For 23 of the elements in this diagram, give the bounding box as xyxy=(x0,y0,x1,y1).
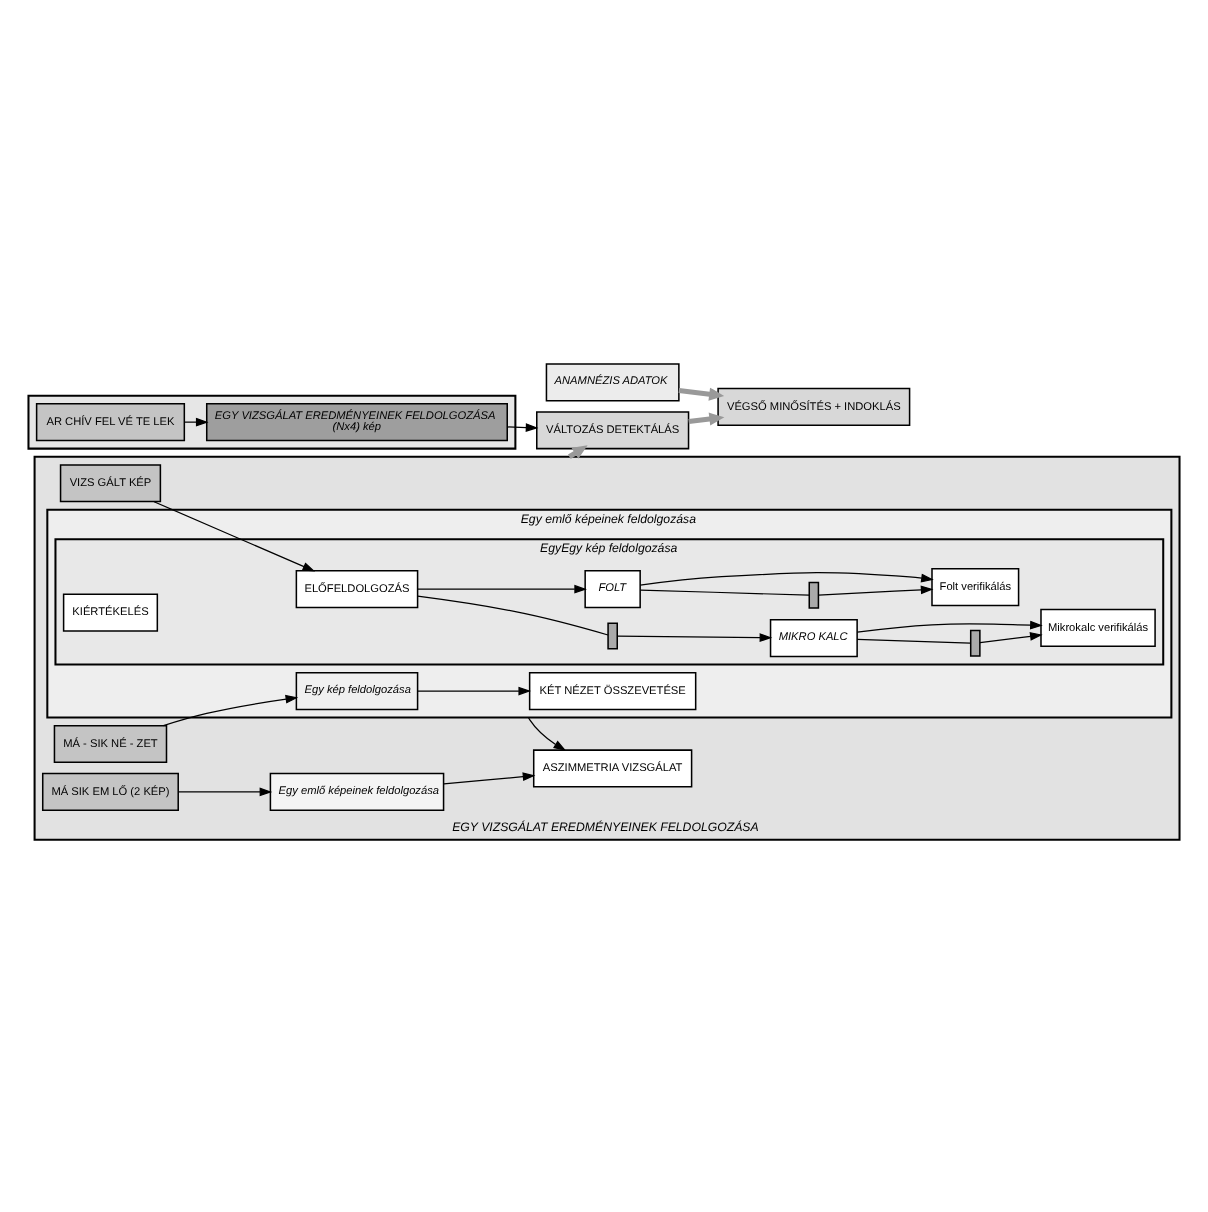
arrow xyxy=(527,716,567,751)
node-bar xyxy=(607,622,618,650)
arrow xyxy=(856,620,1043,633)
arrow xyxy=(506,423,539,432)
connector xyxy=(856,638,971,644)
arrow xyxy=(417,584,587,594)
arrow xyxy=(153,501,316,572)
arrow xyxy=(183,417,209,427)
cluster xyxy=(27,394,517,450)
arrow xyxy=(616,633,773,642)
arrow xyxy=(817,585,934,596)
arrow xyxy=(162,694,299,727)
node-bar xyxy=(808,581,820,609)
arrow xyxy=(443,772,536,785)
arrow xyxy=(979,632,1043,644)
arrow xyxy=(639,572,934,586)
arrow xyxy=(177,787,273,797)
arrow xyxy=(417,686,532,696)
connector xyxy=(639,589,810,596)
node-bar xyxy=(969,629,981,657)
connector xyxy=(417,595,609,636)
arrow xyxy=(678,387,725,401)
arrow xyxy=(688,412,725,426)
